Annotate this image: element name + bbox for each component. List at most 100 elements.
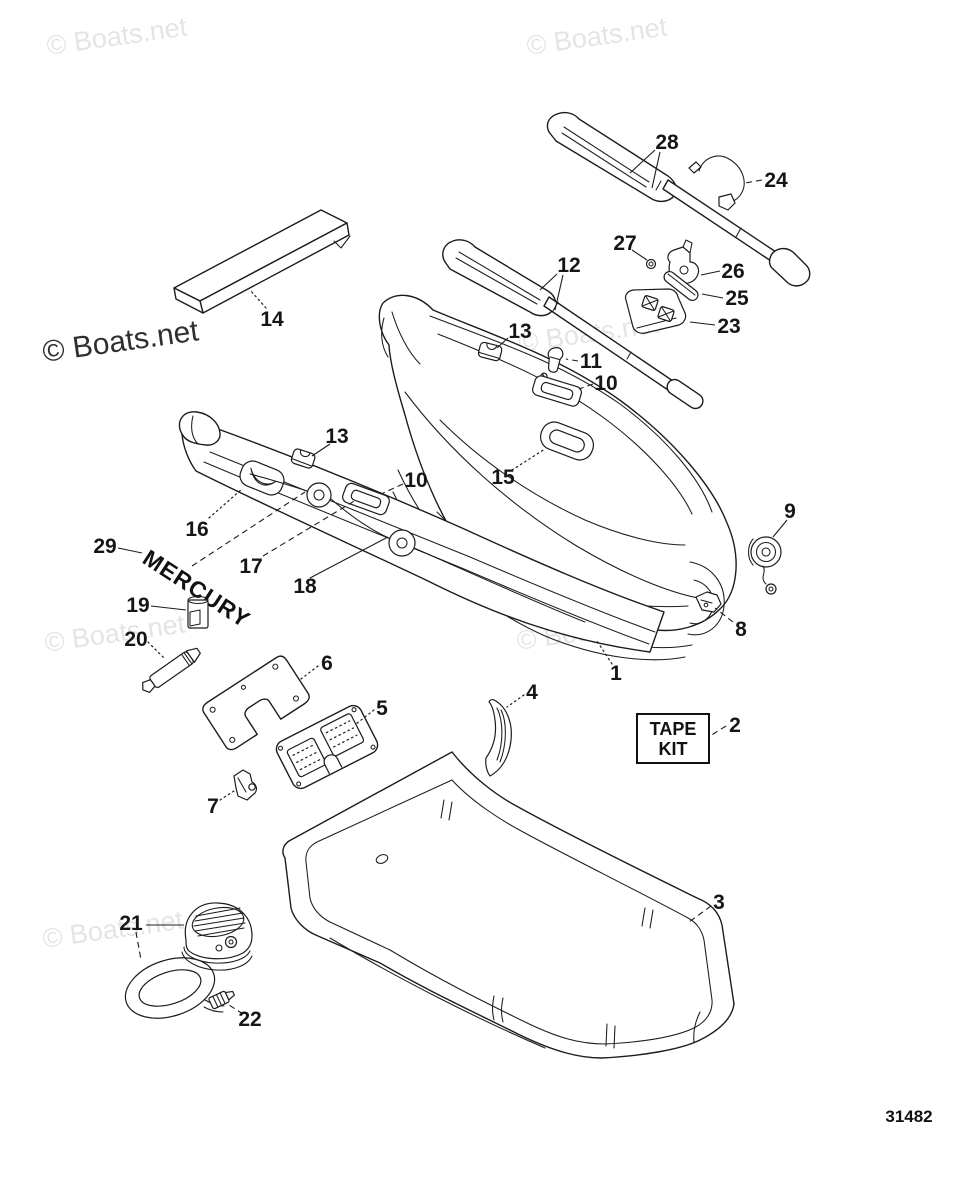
part-10-handle-top [532, 375, 582, 407]
part-27-nut [645, 258, 657, 270]
callout-24: 24 [764, 169, 788, 192]
leader-16 [208, 488, 243, 519]
tube-crimp [180, 651, 193, 667]
callout-13-lower: 13 [325, 425, 348, 448]
oarlock-body [290, 448, 316, 469]
callout-6: 6 [321, 652, 333, 675]
oar-grip [768, 247, 811, 287]
watermark-left-3: © Boats.net [43, 608, 188, 657]
leader-21b [135, 931, 142, 961]
floor-outer [282, 751, 735, 1059]
oarlock-notch [299, 449, 311, 458]
pump-gauge [224, 935, 238, 949]
part-2-tape-kit: TAPE KIT [636, 713, 710, 764]
seat-board-top [173, 209, 348, 302]
pad-base [275, 704, 379, 790]
tube-tip [185, 647, 201, 663]
valve-cap-outer [750, 536, 782, 568]
oar-blade-slot-1 [563, 126, 650, 183]
valve-side [747, 538, 754, 566]
oar-ferrule [735, 227, 742, 238]
callout-1: 1 [610, 662, 622, 685]
strip-line-2 [499, 709, 506, 763]
callout-10-top: 10 [594, 372, 617, 395]
callout-4: 4 [526, 681, 538, 704]
floor-inner [305, 779, 713, 1045]
oar-ferrule [626, 351, 632, 360]
floor-tick-3 [491, 995, 504, 1023]
callout-17: 17 [239, 555, 262, 578]
pad-arch [323, 754, 343, 775]
callout-5: 5 [376, 697, 388, 720]
leader-11 [565, 358, 579, 362]
lanyard-clip [688, 161, 702, 174]
lower-rope-b [330, 498, 392, 540]
part-12-oar [442, 239, 704, 410]
callout-21: 21 [119, 912, 143, 935]
leader-22 [228, 1004, 244, 1015]
callout-15: 15 [491, 466, 515, 489]
valve-cap-mid [755, 541, 777, 563]
panel-hole-5 [240, 684, 246, 690]
tape-kit-box [636, 713, 710, 764]
pad-plate-2 [320, 713, 365, 757]
leader-13-lower [311, 443, 331, 457]
callout-12: 12 [557, 254, 580, 277]
pump-grill-lines [193, 907, 246, 937]
hose-exit-2 [203, 1006, 224, 1013]
clip-fold [237, 777, 247, 793]
can-top [187, 595, 209, 605]
pump-base-1 [183, 946, 251, 964]
oarlock-line [291, 457, 313, 467]
pump-grill-ring [191, 906, 245, 938]
panel-hole-3 [229, 736, 236, 743]
leader-25 [701, 293, 724, 299]
leader-15 [511, 448, 546, 471]
leader-4 [506, 694, 525, 708]
pump-gauge-center [228, 939, 234, 945]
part-21-foot-pump [124, 902, 253, 1019]
part-15-grab-handle [539, 421, 595, 461]
part-10-handle-lower [342, 482, 390, 516]
lower-rope-a [249, 473, 308, 492]
tube-line [667, 273, 696, 296]
part-24-lanyard [688, 155, 745, 211]
fitting-nose [224, 990, 235, 1001]
leader-17 [262, 499, 357, 557]
callout-25: 25 [725, 287, 749, 310]
leader-23 [689, 321, 716, 326]
part-7-clip-bracket [233, 769, 258, 801]
leader-12 [539, 273, 564, 311]
lower-grommet-2 [388, 529, 416, 557]
valve-fitting-stem [682, 239, 693, 254]
callout-2: 2 [729, 714, 741, 737]
lower-grommet-2-inner [396, 537, 408, 549]
diagram-part-number: 31482 [885, 1107, 932, 1126]
bracket-line [700, 599, 713, 604]
oar-collar [655, 180, 662, 191]
panel-hole-2 [272, 663, 279, 670]
handle-slot [350, 489, 382, 509]
leader-10-top [578, 383, 594, 390]
lower-grommet-1 [306, 482, 332, 508]
leader-7 [219, 790, 235, 801]
part-14-seat-board [173, 209, 351, 314]
plate-base [624, 288, 687, 334]
part-23-plate [624, 288, 687, 334]
floor-tick-4 [605, 1023, 616, 1049]
watermark-left-4: © Boats.net [41, 904, 186, 953]
hull-bow-seam-1 [391, 311, 421, 365]
callout-29: 29 [93, 535, 116, 558]
callout-10-lower: 10 [404, 469, 427, 492]
fitting-ribs [212, 992, 226, 1008]
leader-6 [300, 665, 319, 680]
hose-coil-inner [138, 969, 202, 1007]
pad-texture-1 [292, 744, 321, 771]
clip-body [547, 347, 564, 373]
lower-band [181, 417, 665, 653]
leader-1 [596, 640, 613, 665]
callout-labels: 28 24 27 26 25 23 12 14 13 11 10 15 13 1… [93, 131, 796, 1031]
leader-13-top [496, 337, 509, 349]
leader-28 [629, 149, 661, 189]
floor-hole [375, 854, 389, 864]
